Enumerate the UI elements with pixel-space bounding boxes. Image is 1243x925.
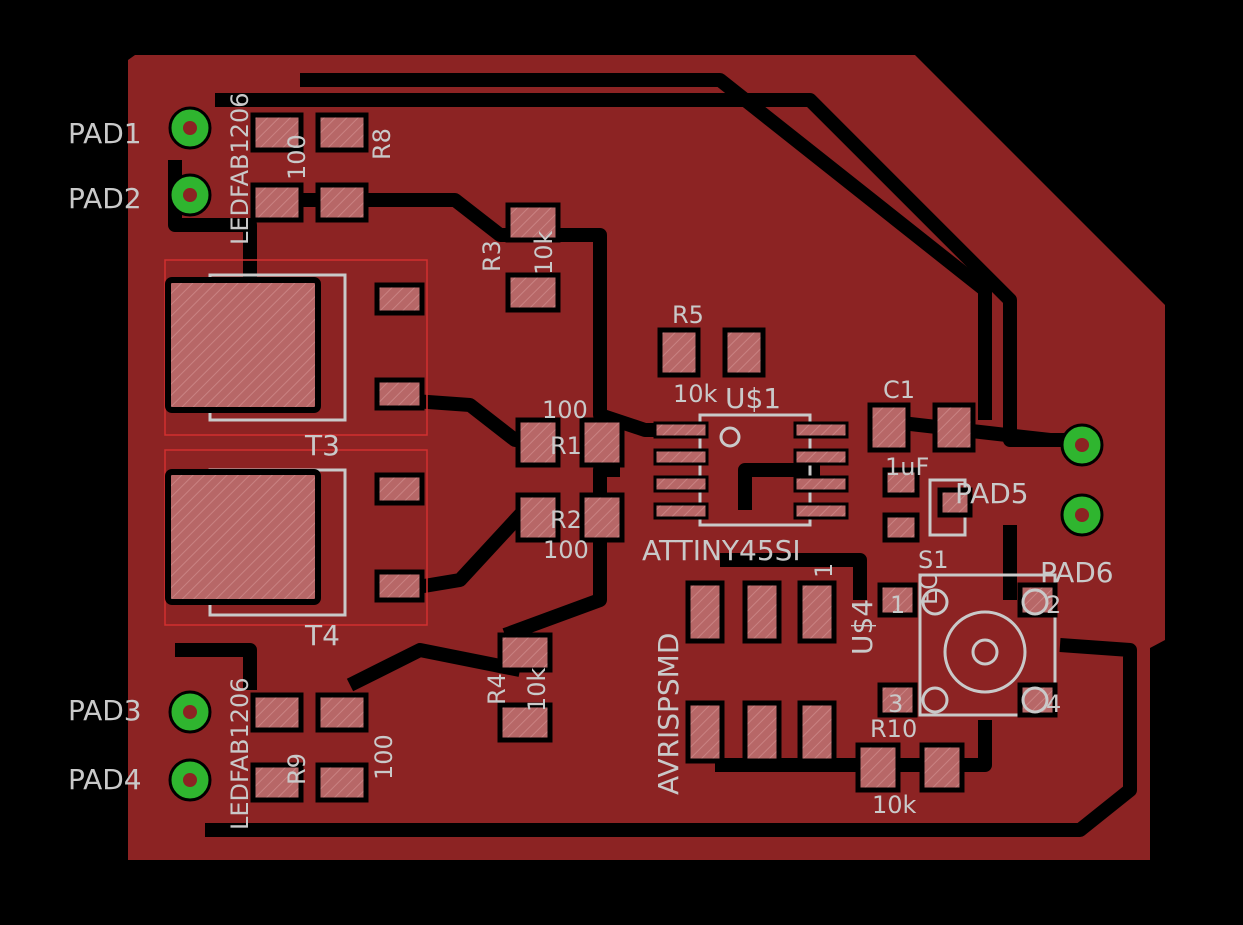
vias <box>168 106 1104 802</box>
r10-name: R10 <box>870 715 917 743</box>
r3-name: R3 <box>478 240 506 272</box>
transistor-pads <box>165 277 321 605</box>
r5-name: R5 <box>672 301 704 329</box>
pin1-label: 1 <box>810 563 838 578</box>
switch-pin-1: 1 <box>890 591 905 619</box>
r4-value: 10k <box>523 667 551 712</box>
c1-value: 1uF <box>885 453 929 481</box>
r5-value: 10k <box>673 380 718 408</box>
c1-name: C1 <box>883 376 915 404</box>
pad3-label: PAD3 <box>68 694 142 727</box>
led-top-label: LEDFAB1206 <box>226 92 254 245</box>
r2-value: 100 <box>543 536 589 564</box>
pad1-label: PAD1 <box>68 117 142 150</box>
r9-value: 100 <box>370 734 398 780</box>
us4-label: U$4 <box>846 599 879 655</box>
switch-pin-4: 4 <box>1046 690 1061 718</box>
cap-ec-label: EC <box>915 573 943 605</box>
pad5-label: PAD5 <box>955 477 1029 510</box>
r3-value: 10k <box>530 230 558 275</box>
r8-name: R8 <box>368 128 396 160</box>
ic-pins <box>653 421 849 520</box>
attiny-label: ATTINY45SI <box>642 534 801 567</box>
pad6-label: PAD6 <box>1040 556 1114 589</box>
us1-label: U$1 <box>725 382 781 415</box>
r4-name: R4 <box>483 673 511 705</box>
r9-name: R9 <box>283 753 311 785</box>
s1-label: S1 <box>918 546 949 574</box>
r2-name: R2 <box>550 506 582 534</box>
pad2-label: PAD2 <box>68 182 142 215</box>
r8-value: 100 <box>283 134 311 180</box>
led-bottom-label: LEDFAB1206 <box>226 677 254 830</box>
t4-label: T4 <box>304 619 340 652</box>
switch-body <box>719 426 1049 714</box>
avr-label: AVRISPSMD <box>652 633 685 795</box>
t3-label: T3 <box>304 429 340 462</box>
pad4-label: PAD4 <box>68 763 142 796</box>
r1-name: R1 <box>550 432 582 460</box>
switch-pin-3: 3 <box>888 690 903 718</box>
smd-pads <box>250 112 1058 803</box>
r1-value: 100 <box>542 396 588 424</box>
switch-pin-2: 2 <box>1046 591 1061 619</box>
r10-value: 10k <box>872 791 917 819</box>
